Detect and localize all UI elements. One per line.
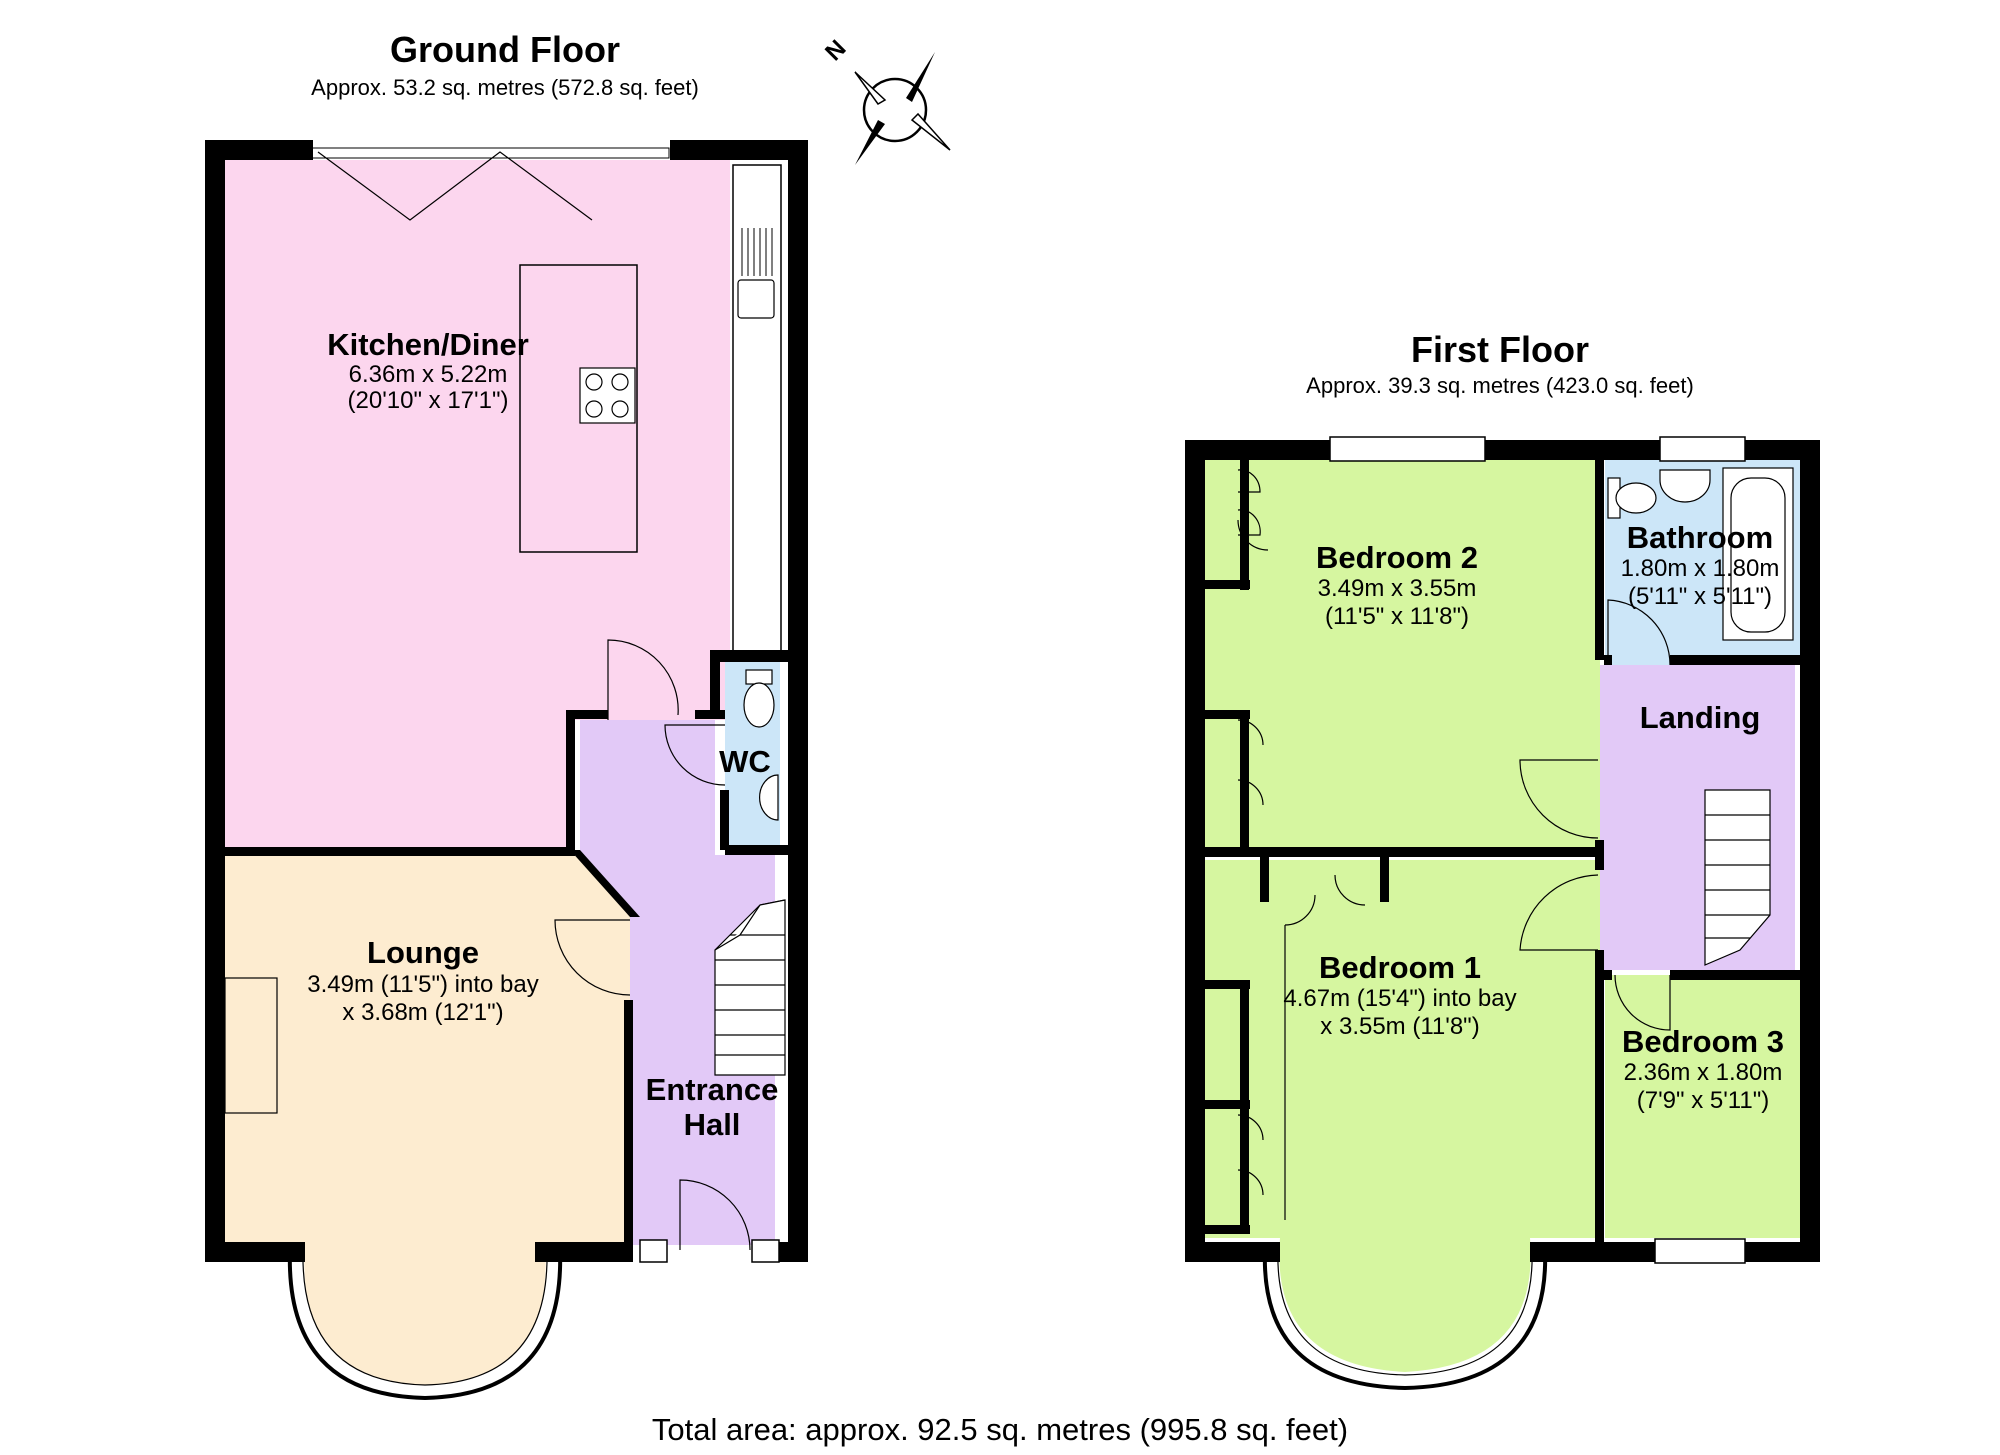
bathroom-name: Bathroom xyxy=(1627,520,1773,555)
bath-basin-icon xyxy=(1659,469,1711,503)
lounge-bay-window xyxy=(287,1249,563,1401)
kitchen-worktop xyxy=(732,164,782,661)
kitchen-dim2: (20'10" x 17'1") xyxy=(348,387,509,414)
bedroom1-door-icon xyxy=(1519,874,1599,951)
lounge-bay-fill xyxy=(304,1245,546,1385)
wc-name: WC xyxy=(719,744,771,779)
ground-floor-title: Ground Floor xyxy=(390,29,620,70)
bedroom1-name: Bedroom 1 xyxy=(1319,950,1481,985)
front-window-left xyxy=(639,1239,668,1263)
ground-floor-area: Approx. 53.2 sq. metres (572.8 sq. feet) xyxy=(311,75,699,100)
bedroom3-door-icon xyxy=(1614,974,1671,1031)
front-window-right xyxy=(751,1239,780,1263)
bifold-door-icon xyxy=(317,151,593,221)
bedroom1-bay-window-inner xyxy=(1277,1249,1533,1376)
bedroom3-window xyxy=(1654,1238,1746,1264)
bathroom-window xyxy=(1659,436,1746,462)
ground-floor xyxy=(205,140,808,1401)
bedroom2-dim1: 3.49m x 3.55m xyxy=(1318,575,1477,602)
landing-stairs xyxy=(1704,789,1771,966)
compass-icon: N xyxy=(820,35,951,165)
lounge-door-icon xyxy=(554,919,631,996)
bifold-door-frame xyxy=(311,147,670,159)
compass-north-label: N xyxy=(820,35,851,66)
bedroom2-name: Bedroom 2 xyxy=(1316,540,1478,575)
bedroom2-door-icon xyxy=(1519,759,1599,839)
bedroom3-dim2: (7'9" x 5'11") xyxy=(1637,1087,1769,1114)
bedroom1-dim2: x 3.55m (11'8") xyxy=(1320,1013,1479,1040)
bath-toilet-icon xyxy=(1607,477,1657,519)
landing-name: Landing xyxy=(1640,700,1761,735)
kitchen-sink xyxy=(737,279,775,319)
bedroom2-fill xyxy=(1205,460,1600,850)
wc-door-icon xyxy=(664,724,726,786)
front-door-icon xyxy=(679,1179,751,1251)
bedroom1-fill xyxy=(1205,860,1600,1238)
first-floor xyxy=(1185,436,1820,1391)
bedroom3-name: Bedroom 3 xyxy=(1622,1024,1784,1059)
lounge-name: Lounge xyxy=(367,935,479,970)
first-floor-title: First Floor xyxy=(1411,329,1589,370)
bedroom1-bay-fill xyxy=(1279,1238,1531,1372)
entrance-hall-name-2: Hall xyxy=(684,1107,741,1142)
wc-toilet-icon xyxy=(743,669,775,728)
ground-floor-walls xyxy=(205,140,808,1262)
first-floor-area: Approx. 39.3 sq. metres (423.0 sq. feet) xyxy=(1306,373,1694,398)
entrance-hall-name-1: Entrance xyxy=(646,1072,779,1107)
bedroom3-dim1: 2.36m x 1.80m xyxy=(1624,1059,1783,1086)
lounge-dim2: x 3.68m (12'1") xyxy=(342,999,503,1026)
first-floor-walls xyxy=(1185,440,1820,1262)
bedroom2-window xyxy=(1329,436,1486,462)
bath-icon xyxy=(1722,467,1794,641)
entrance-hall-fill xyxy=(580,720,775,1245)
lounge-dim1: 3.49m (11'5") into bay xyxy=(307,971,538,998)
bedroom2-dim2: (11'5" x 11'8") xyxy=(1325,603,1469,630)
kitchen-name: Kitchen/Diner xyxy=(327,327,529,362)
hall-stairs xyxy=(714,899,786,1076)
bathroom-dim2: (5'11" x 5'11") xyxy=(1628,583,1772,610)
kitchen-dim1: 6.36m x 5.22m xyxy=(349,361,508,388)
kitchen-door-icon xyxy=(607,639,679,720)
lounge-fill xyxy=(225,850,630,1245)
lounge-bay-window-inner xyxy=(302,1249,548,1386)
bedroom1-bay-window xyxy=(1262,1249,1548,1391)
bathroom-dim1: 1.80m x 1.80m xyxy=(1621,555,1780,582)
bathroom-door-icon xyxy=(1607,599,1671,666)
hob-rings-icon xyxy=(585,373,629,418)
drainer-icon xyxy=(741,228,773,276)
total-area: Total area: approx. 92.5 sq. metres (995… xyxy=(652,1412,1348,1447)
bedroom1-dim1: 4.67m (15'4") into bay xyxy=(1283,985,1516,1012)
wc-basin-icon xyxy=(758,774,779,821)
